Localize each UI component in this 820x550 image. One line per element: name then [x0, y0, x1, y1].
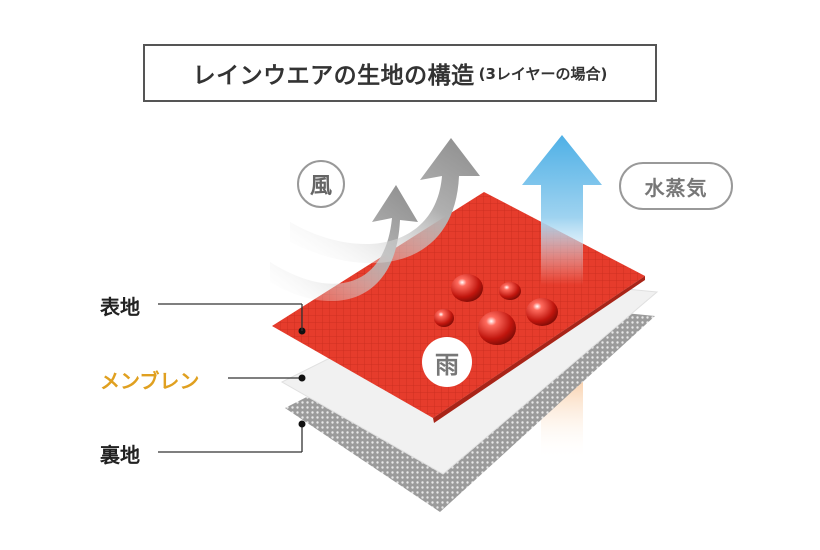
layer-label-outer: 表地 — [100, 295, 140, 319]
vapor-arrow-upper — [522, 135, 602, 285]
wind-arrows — [270, 138, 480, 302]
vapor-label: 水蒸気 — [619, 162, 733, 210]
rain-label-text: 雨 — [435, 350, 459, 379]
leader-lines — [158, 303, 306, 453]
vapor-label-text: 水蒸気 — [644, 175, 708, 200]
title-box: レインウエアの生地の構造 (3レイヤーの場合) — [143, 44, 657, 102]
rain-label: 雨 — [422, 337, 472, 387]
layer-label-membrane: メンブレン — [100, 369, 200, 393]
page-title: レインウエアの生地の構造 — [192, 63, 475, 89]
page-subtitle: (3レイヤーの場合) — [478, 64, 608, 83]
water-droplets — [434, 274, 558, 345]
wind-label: 風 — [297, 160, 345, 208]
layer-label-lining: 裏地 — [100, 443, 140, 467]
wind-label-text: 風 — [309, 174, 332, 199]
